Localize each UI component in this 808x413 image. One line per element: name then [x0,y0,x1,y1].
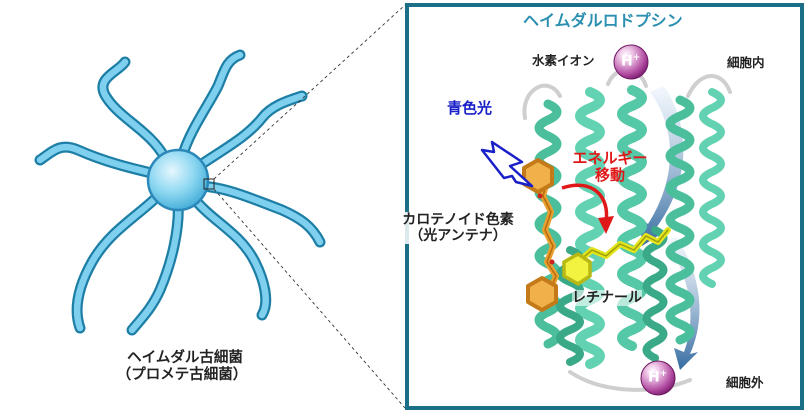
zoom-region-box [203,178,215,190]
cell-outside-label: 細胞外 [726,375,764,390]
proton-symbol: H [648,369,660,386]
retinal-label: レチナール [572,290,642,307]
energy-transfer-arrow [561,183,614,234]
panel-title: ヘイムダルロドプシン [523,11,683,30]
cell-inside-label: 細胞内 [727,55,765,70]
carotenoid-label: カロテノイド色素 （光アンテナ） [396,212,520,245]
organism-name-line2: （プロメテ古細菌） [116,366,248,383]
blue-light-label: 青色光 [447,99,493,117]
zoom-guide-line-top [213,4,406,180]
archaeon-cell-illustration [34,49,326,336]
rhodopsin-detail-panel [405,3,804,410]
lightning-bolt-icon [480,140,534,188]
cell-body [146,148,210,212]
carotenoid-label-line2: （光アンテナ） [409,228,507,245]
carotenoid-label-line1: カロテノイド色素 [402,212,514,228]
organism-name-label: ヘイムダル古細菌 （プロメテ古細菌） [117,350,250,383]
proton-charge: + [632,53,641,63]
proton-symbol: H [621,53,633,70]
energy-transfer-label: エネルギー 移動 [570,149,650,185]
proton-ball-icon [613,44,649,80]
proton-symbol-top: H+ [621,53,640,70]
proton-symbol-bottom: H+ [648,369,667,386]
energy-label-line2: 移動 [594,166,625,185]
retinal-molecule [562,227,671,286]
proton-ball-icon [640,360,676,396]
panel-frame [405,3,804,410]
proton-charge: + [659,369,668,379]
energy-label-line1: エネルギー [572,149,648,167]
proton-label: 水素イオン [532,53,595,68]
zoom-guide-line-bottom [213,188,406,409]
organism-name-line1: ヘイムダル古細菌 [127,350,243,366]
